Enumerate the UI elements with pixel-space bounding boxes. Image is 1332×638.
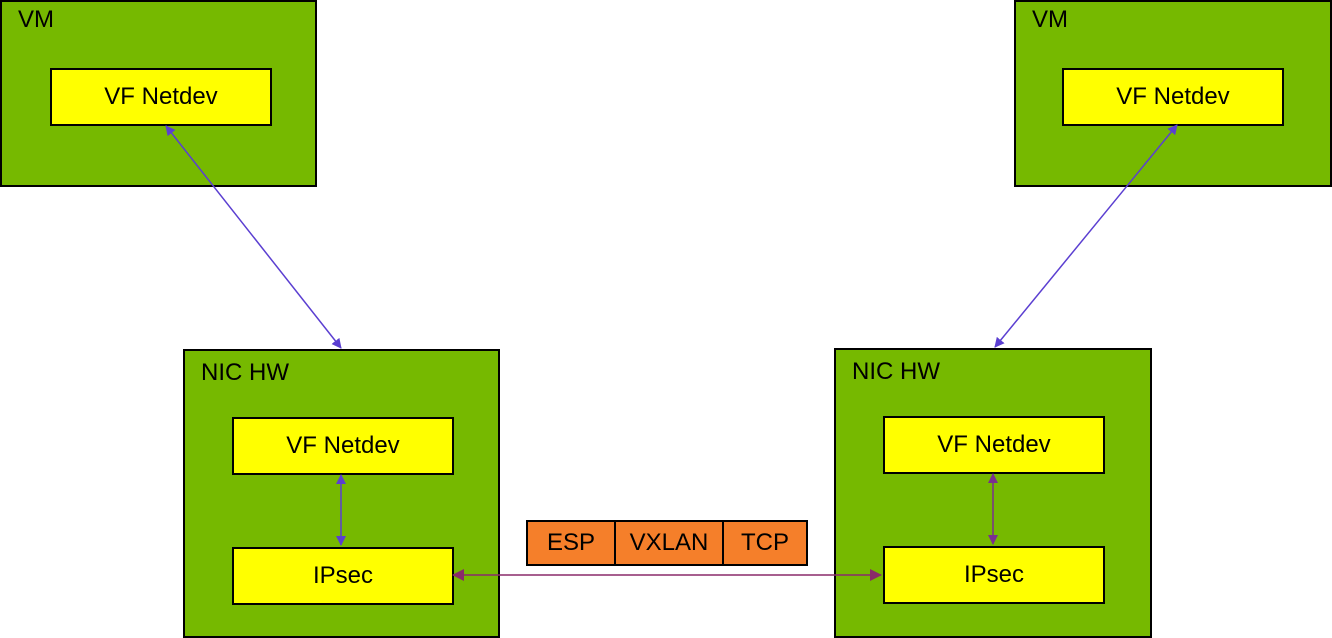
- left-nic-vf-netdev: VF Netdev: [232, 417, 454, 475]
- packet-header: ESP VXLAN TCP: [526, 520, 808, 566]
- left-nic-ipsec: IPsec: [232, 547, 454, 605]
- right-nic-box: NIC HW VF Netdev IPsec: [834, 348, 1152, 638]
- right-nic-title: NIC HW: [852, 358, 940, 385]
- left-vm-title: VM: [18, 6, 54, 33]
- right-vm-to-nic-arrow: [994, 124, 1178, 348]
- header-segment-vxlan: VXLAN: [614, 522, 722, 564]
- right-vm-title: VM: [1032, 6, 1068, 33]
- right-nic-ipsec: IPsec: [883, 546, 1105, 604]
- right-vm-vf-netdev: VF Netdev: [1062, 68, 1284, 126]
- left-nic-title: NIC HW: [201, 359, 289, 386]
- left-vm-to-nic-arrow: [165, 125, 342, 349]
- header-segment-tcp: TCP: [722, 522, 806, 564]
- right-nic-vf-netdev: VF Netdev: [883, 416, 1105, 474]
- left-vm-box: VM VF Netdev: [0, 0, 317, 187]
- header-segment-esp: ESP: [546, 529, 596, 556]
- left-vm-vf-netdev: VF Netdev: [50, 68, 272, 126]
